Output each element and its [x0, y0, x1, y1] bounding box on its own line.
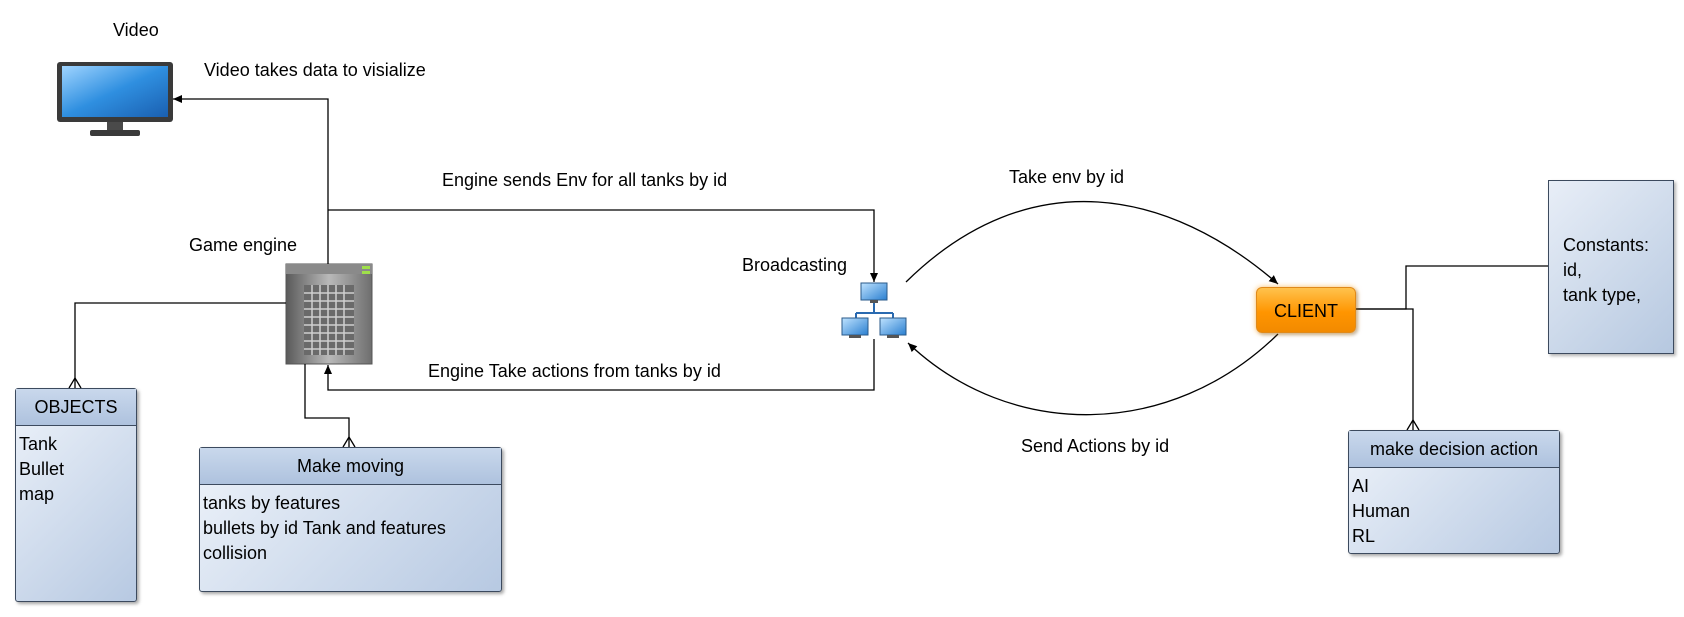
edge-client-decision [1356, 308, 1414, 430]
make-moving-title: Make moving [200, 448, 501, 485]
edge-engine-video [173, 95, 329, 264]
make-moving-item: collision [203, 543, 268, 563]
client-node[interactable]: CLIENT [1256, 287, 1356, 333]
edge-broadcast-engine [324, 339, 875, 391]
objects-item: map [19, 484, 55, 504]
server-icon [285, 263, 373, 365]
edge-label-video-data: Video takes data to visialize [204, 60, 426, 80]
edge-client-constants [1356, 265, 1548, 310]
edge-label-engine-take-actions: Engine Take actions from tanks by id [428, 361, 721, 381]
edge-engine-objects [74, 302, 286, 388]
objects-entity[interactable]: OBJECTS Tank Bullet map [15, 388, 137, 602]
edge-engine-moving [304, 364, 350, 447]
decision-item: AI [1352, 476, 1370, 496]
game-engine-label: Game engine [189, 235, 298, 255]
crowfoot-decision [1406, 418, 1420, 431]
edge-label-take-env: Take env by id [1009, 167, 1125, 187]
edge-take-env [905, 200, 1279, 285]
constants-note[interactable]: Constants: id, tank type, [1548, 180, 1674, 354]
constants-line: tank type, [1563, 285, 1642, 305]
decision-entity[interactable]: make decision action AI Human RL [1348, 430, 1560, 554]
edge-label-engine-sends-env: Engine sends Env for all tanks by id [442, 170, 728, 190]
objects-item: Tank [19, 434, 58, 454]
video-label: Video [113, 20, 159, 40]
edge-engine-broadcast [328, 209, 878, 282]
objects-item: Bullet [19, 459, 65, 479]
network-icon [841, 282, 907, 338]
monitor-icon [57, 62, 173, 136]
objects-title: OBJECTS [16, 389, 136, 426]
decision-title: make decision action [1349, 431, 1559, 468]
edge-label-send-actions: Send Actions by id [1021, 436, 1170, 456]
decision-item: Human [1352, 501, 1411, 521]
decision-item: RL [1352, 526, 1376, 546]
crowfoot-objects [68, 376, 82, 389]
broadcasting-label: Broadcasting [742, 255, 848, 275]
make-moving-item: bullets by id Tank and features [203, 518, 446, 538]
constants-line: Constants: [1563, 235, 1650, 255]
make-moving-entity[interactable]: Make moving tanks by features bullets by… [199, 447, 502, 592]
crowfoot-moving [342, 435, 356, 448]
make-moving-item: tanks by features [203, 493, 341, 513]
constants-line: id, [1563, 260, 1583, 280]
edge-send-actions [907, 333, 1279, 416]
